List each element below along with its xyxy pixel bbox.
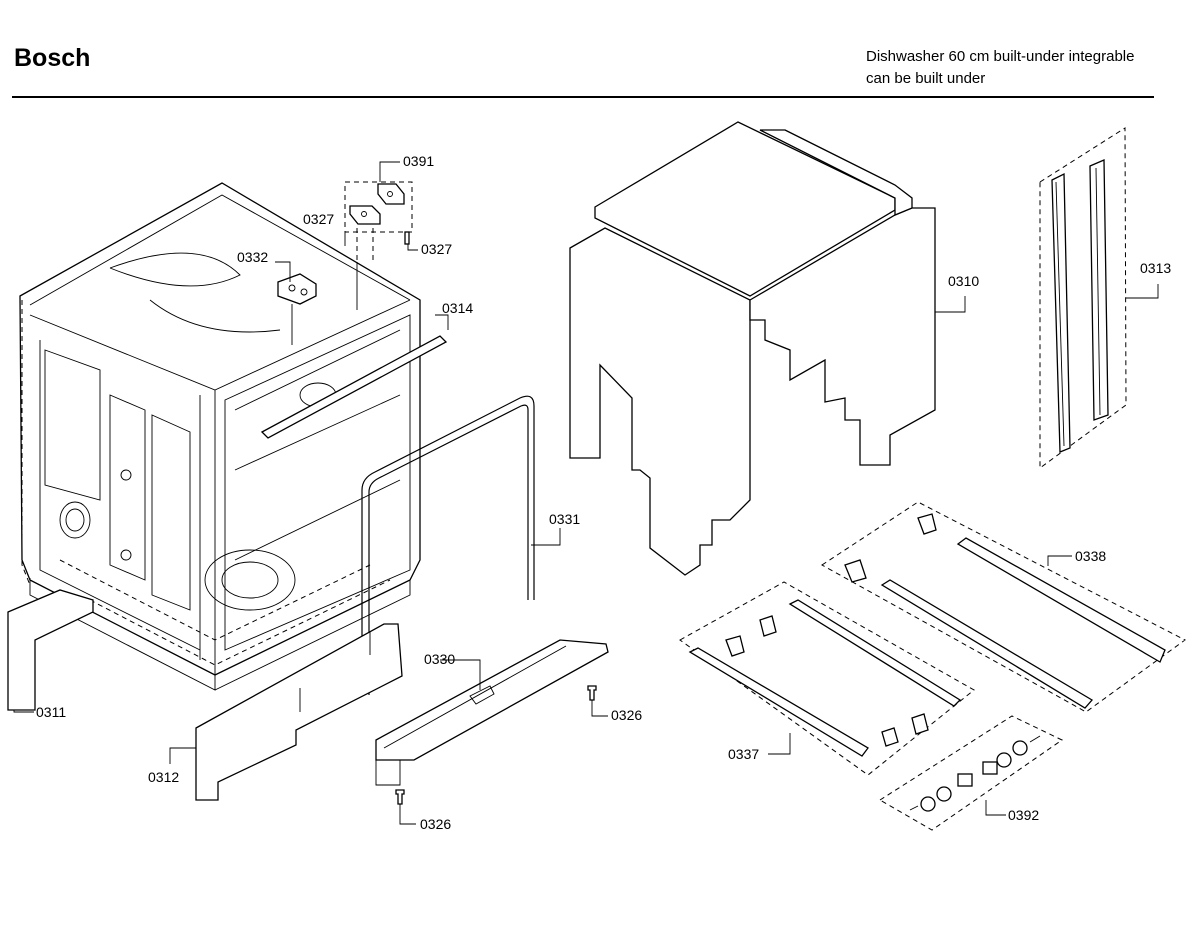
part-0338-rail-set [821, 501, 1186, 713]
model-description-line2: can be built under [866, 70, 986, 87]
part-0326-screws [395, 685, 608, 825]
label-0332: 0332 [237, 249, 268, 265]
label-0313: 0313 [1140, 260, 1171, 276]
label-0311: 0311 [36, 704, 66, 720]
part-0392-wheel-kit [879, 715, 1063, 831]
label-0312: 0312 [148, 769, 179, 785]
model-description-line1: Dishwasher 60 cm built-under integrable [866, 48, 1135, 65]
label-0337: 0337 [728, 746, 759, 762]
label-0326-bottom: 0326 [420, 816, 451, 832]
part-0314-rail [260, 314, 449, 439]
header-divider [12, 96, 1154, 98]
label-0391: 0391 [403, 153, 434, 169]
part-0310-cover [569, 121, 966, 576]
label-0392: 0392 [1008, 807, 1039, 823]
part-0312-skirt [169, 623, 403, 801]
label-0330: 0330 [424, 651, 455, 667]
part-0332-bracket [275, 261, 317, 345]
part-0313-side-strips [1039, 127, 1159, 469]
label-0327-left: 0327 [303, 211, 334, 227]
label-0326-right: 0326 [611, 707, 642, 723]
label-0314: 0314 [442, 300, 473, 316]
part-0337-rail-set [679, 581, 975, 776]
part-0330-channel [375, 639, 609, 786]
tub-body [19, 182, 421, 691]
part-0391-hinge-kit [344, 161, 418, 310]
part-0331-seal [361, 395, 561, 695]
part-0311-side-panel [7, 589, 94, 713]
label-0327-right: 0327 [421, 241, 452, 257]
brand-title: Bosch [14, 44, 91, 72]
model-description: Dishwasher 60 cm built-under integrable … [866, 46, 1134, 90]
label-0331: 0331 [549, 511, 580, 527]
label-0338: 0338 [1075, 548, 1106, 564]
label-0310: 0310 [948, 273, 979, 289]
